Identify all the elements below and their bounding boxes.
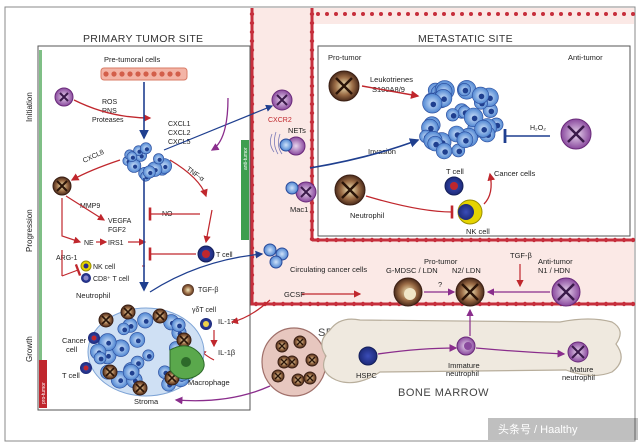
leukotrienes-label: Leukotrienes bbox=[370, 75, 413, 84]
neutrophil-initiation bbox=[54, 87, 74, 107]
n2-label: N2/ LDN bbox=[452, 266, 481, 275]
irs1-label: IRS1 bbox=[108, 240, 124, 247]
cancer-cell-cluster-metastatic bbox=[419, 80, 504, 160]
circulating-label: Circulating cancer cells bbox=[290, 265, 367, 274]
pro-tumor-blood-label: Pro-tumor bbox=[424, 257, 458, 266]
hspc-label: HSPC bbox=[356, 371, 377, 380]
nk-cell-small bbox=[80, 260, 92, 272]
arg1-label: ARG-1 bbox=[56, 255, 78, 262]
primary-site-header: PRIMARY TUMOR SITE bbox=[83, 33, 203, 45]
ne-label: NE bbox=[84, 240, 94, 247]
nk-cell-met bbox=[457, 199, 483, 225]
anti-tumor-met-label: Anti-tumor bbox=[568, 53, 603, 62]
watermark-bg bbox=[488, 418, 638, 440]
fgf2-label: FGF2 bbox=[108, 227, 126, 234]
question-mark: ? bbox=[438, 280, 442, 289]
stage-progression: Progression bbox=[25, 209, 34, 252]
nets-label: NETs bbox=[288, 126, 306, 135]
n2-cell bbox=[455, 277, 485, 307]
cxcr2-neutrophil bbox=[271, 89, 293, 111]
macrophage-label: Macrophage bbox=[188, 378, 230, 387]
anti-tumor-bar-label: anti-tumor bbox=[243, 147, 249, 170]
gcsf-label: GCSF bbox=[284, 290, 305, 299]
n1-cell bbox=[551, 277, 581, 307]
neutrophil-met-label: Neutrophil bbox=[350, 211, 385, 220]
mature-label-2: neutrophil bbox=[562, 373, 595, 382]
neutrophil-met-bottom bbox=[334, 174, 366, 206]
t-cell-label: T cell bbox=[216, 252, 233, 259]
gmdsc-label: G-MDSC / LDN bbox=[386, 266, 438, 275]
tgfb-primary-label: TGF-β bbox=[198, 287, 218, 294]
cxcl2-label: CXCL2 bbox=[168, 130, 191, 137]
mac1-neutrophil bbox=[285, 181, 317, 203]
tumor-mass-growth bbox=[80, 304, 205, 397]
anti-tumor-blood-label: Anti-tumor bbox=[538, 257, 573, 266]
immature-label-2: neutrophil bbox=[446, 369, 479, 378]
spleen bbox=[261, 327, 327, 397]
pre-tumoral-cells bbox=[100, 67, 188, 81]
cd8-t-cell-small bbox=[81, 273, 91, 283]
pro-tumor-met-label: Pro-tumor bbox=[328, 53, 362, 62]
stage-initiation: Initiation bbox=[25, 92, 34, 122]
s100-label: S100A8/9 bbox=[372, 85, 405, 94]
t-cell-met-label: T cell bbox=[446, 167, 464, 176]
nk-cell-met-label: NK cell bbox=[466, 227, 490, 236]
t-cell-progression bbox=[197, 245, 215, 263]
tgfb-blood-label: TGF-β bbox=[510, 251, 532, 260]
anti-tumor-bar bbox=[241, 140, 249, 240]
neutrophil-progression bbox=[52, 176, 72, 196]
immature-label-1: Immature bbox=[448, 361, 480, 370]
proteases-label: Proteases bbox=[92, 117, 124, 124]
nets bbox=[270, 131, 306, 156]
cancer-cells-met-label: Cancer cells bbox=[494, 169, 536, 178]
stroma-label: Stroma bbox=[134, 397, 159, 406]
hspc-cell bbox=[358, 346, 378, 366]
gamma-delta-t-cell bbox=[200, 318, 212, 330]
mmp9-label: MMP9 bbox=[80, 203, 100, 210]
mature-neutrophil bbox=[567, 341, 589, 363]
t-cell-growth-label: T cell bbox=[62, 371, 80, 380]
g-mdsc-cell bbox=[393, 277, 423, 307]
watermark: 头条号 / Haalthy bbox=[498, 422, 578, 436]
cd8-label: CD8⁺ T cell bbox=[93, 276, 130, 283]
cancer-cell-label-2: cell bbox=[66, 345, 78, 354]
il17-label: IL-17 bbox=[218, 317, 235, 326]
metastatic-site-header: METASTATIC SITE bbox=[418, 33, 513, 45]
h2o2-label: H₂O₂ bbox=[530, 125, 546, 132]
pre-tumoral-label: Pre-tumoral cells bbox=[104, 55, 161, 64]
pro-tumor-bar-label: pro-tumor bbox=[41, 382, 47, 404]
cancer-cell-cluster-primary bbox=[122, 142, 173, 182]
mature-label-1: Mature bbox=[570, 365, 593, 374]
pro-tumor-bar bbox=[39, 360, 47, 408]
ros-label: ROS bbox=[102, 99, 118, 106]
nk-cell-label: NK cell bbox=[93, 264, 116, 271]
cxcl1-label: CXCL1 bbox=[168, 121, 191, 128]
cxcl5-label: CXCL5 bbox=[168, 139, 191, 146]
circulating-cancer-cells bbox=[263, 243, 289, 269]
cxcr2-label: CXCR2 bbox=[268, 117, 292, 124]
neutrophil-antitumor-met bbox=[560, 118, 592, 150]
bone-marrow-label: BONE MARROW bbox=[398, 387, 489, 399]
stage-growth: Growth bbox=[25, 336, 34, 362]
vegfa-label: VEGFA bbox=[108, 218, 132, 225]
neutrophil-growth-label: Neutrophil bbox=[76, 291, 111, 300]
n1-label: N1 / HDN bbox=[538, 266, 570, 275]
il1b-label: IL-1β bbox=[218, 348, 236, 357]
mac1-label: Mac1 bbox=[290, 205, 308, 214]
gdt-label: γδT cell bbox=[192, 307, 216, 314]
immature-neutrophil bbox=[456, 336, 476, 356]
neutrophil-met-top bbox=[328, 70, 360, 102]
stage-gradient-bar bbox=[39, 50, 42, 360]
rns-label: RNS bbox=[102, 108, 117, 115]
t-cell-met bbox=[444, 176, 464, 196]
neutrophil-tgfb bbox=[182, 284, 194, 296]
cancer-cell-label-1: Cancer bbox=[62, 336, 87, 345]
